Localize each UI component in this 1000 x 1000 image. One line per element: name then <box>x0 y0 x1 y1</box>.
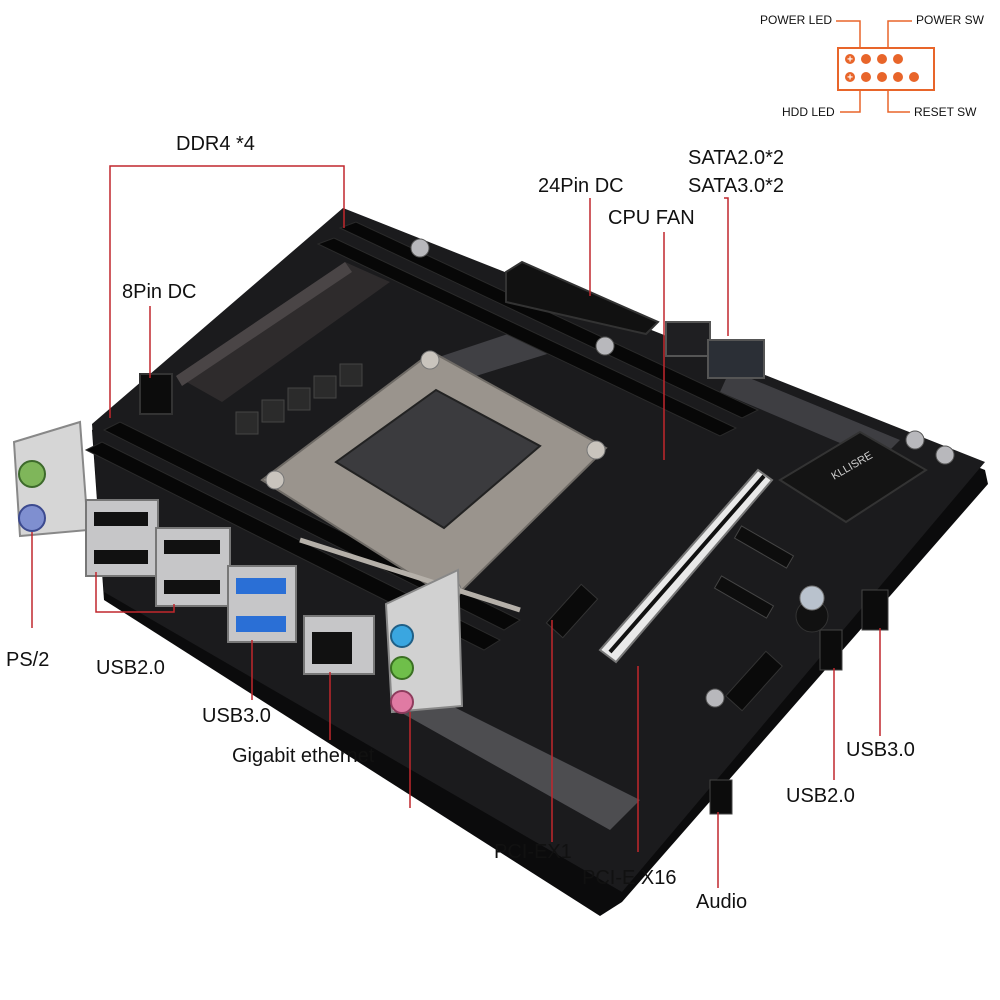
leader-ddr4 <box>109 165 345 418</box>
header-pin <box>861 54 871 64</box>
leader-sata <box>724 197 729 336</box>
usb30-port <box>236 616 286 632</box>
capacitor <box>705 688 725 708</box>
header-pin <box>909 72 919 82</box>
header-label-reset-sw: RESET SW <box>914 105 977 119</box>
callout-ddr4: DDR4 *4 <box>176 133 255 155</box>
atx-24pin-connector <box>505 260 660 336</box>
chipset-heatsink <box>778 430 928 524</box>
capacitor <box>410 238 430 258</box>
header-pins <box>861 54 919 82</box>
socket-lever <box>299 537 521 613</box>
callout-pci-ex1: PCI-EX1 <box>494 841 572 863</box>
socket-screw <box>420 350 440 370</box>
pci-e-x16-slot-groove <box>608 474 766 654</box>
callout-8pin-dc: 8Pin DC <box>122 281 197 303</box>
plus-symbol: + <box>847 73 853 84</box>
ethernet-port <box>312 632 352 664</box>
ps2-port-keyboard <box>18 460 46 488</box>
ddr4-slot <box>316 237 738 437</box>
header-label-power-sw: POWER SW <box>916 13 984 27</box>
m2-slot <box>713 575 775 619</box>
callout-gigabit-ethernet: Gigabit ethernet <box>232 745 375 767</box>
sata-port <box>665 321 711 357</box>
front-usb20-header <box>819 629 843 671</box>
header-pin <box>861 72 871 82</box>
leader-lines <box>31 165 881 888</box>
socket-screw <box>265 470 285 490</box>
callout-usb20-rear: USB2.0 <box>96 657 165 679</box>
vrm-chokes <box>235 363 363 435</box>
usb20-stack <box>85 499 159 577</box>
callout-sata-line1: SATA2.0*2 <box>688 147 784 169</box>
choke <box>235 411 259 435</box>
header-label-hdd-led: HDD LED <box>782 105 835 119</box>
plus-marker <box>845 72 855 82</box>
callout-usb30-front: USB3.0 <box>846 739 915 761</box>
audio-jack-line-out <box>390 656 414 680</box>
callout-usb30-rear: USB3.0 <box>202 705 271 727</box>
header-leaders <box>836 20 912 113</box>
header-label-power-led: POWER LED <box>760 13 833 27</box>
capacitor <box>935 445 955 465</box>
capacitor <box>905 430 925 450</box>
capacitor <box>595 336 615 356</box>
header-pin <box>877 72 887 82</box>
choke <box>261 399 285 423</box>
board-stripe <box>400 690 640 830</box>
front-usb30-header <box>861 589 889 631</box>
usb20-port <box>164 580 220 594</box>
front-audio-header <box>709 779 733 815</box>
eps-8pin-connector <box>139 373 173 415</box>
pci-ex1-slot <box>545 583 599 639</box>
plus-marker <box>845 54 855 64</box>
callout-sata-line2: SATA3.0*2 <box>688 175 784 197</box>
header-pin <box>893 72 903 82</box>
header-pin <box>877 54 887 64</box>
sata-port <box>707 339 765 379</box>
vrm-heatsink-top <box>176 262 352 386</box>
choke <box>287 387 311 411</box>
socket-screw <box>586 440 606 460</box>
leader-usb20-rear <box>95 572 175 613</box>
usb20-housing <box>155 527 231 607</box>
pci-ex1-slot <box>725 650 783 712</box>
ps2-port-mouse <box>18 504 46 532</box>
front-panel-header-diagram: + + <box>836 20 935 113</box>
usb20-housing <box>85 499 159 577</box>
capacitors <box>410 238 955 708</box>
choke <box>339 363 363 387</box>
usb30-stack <box>227 565 297 643</box>
cpu-socket-plate <box>334 388 542 530</box>
choke <box>313 375 337 399</box>
header-outline <box>837 47 935 91</box>
callout-24pin-dc: 24Pin DC <box>538 175 624 197</box>
audio-jack-line-in <box>390 624 414 648</box>
usb20-port <box>94 550 148 564</box>
usb20-port <box>94 512 148 526</box>
header-pin <box>893 54 903 64</box>
usb20-port <box>164 540 220 554</box>
usb30-port <box>236 578 286 594</box>
cmos-battery <box>799 585 825 611</box>
callout-pci-e-x16: PCI-E X16 <box>582 867 677 889</box>
callout-ps2: PS/2 <box>6 649 50 671</box>
callout-cpu-fan: CPU FAN <box>608 207 695 229</box>
audio-jack-mic <box>390 690 414 714</box>
plus-symbol: + <box>847 55 853 66</box>
vrm-heatsink <box>176 262 390 402</box>
m2-slot <box>733 525 795 569</box>
usb20-stack <box>155 527 231 607</box>
callout-usb20-front: USB2.0 <box>786 785 855 807</box>
callout-audio: Audio <box>696 891 748 913</box>
